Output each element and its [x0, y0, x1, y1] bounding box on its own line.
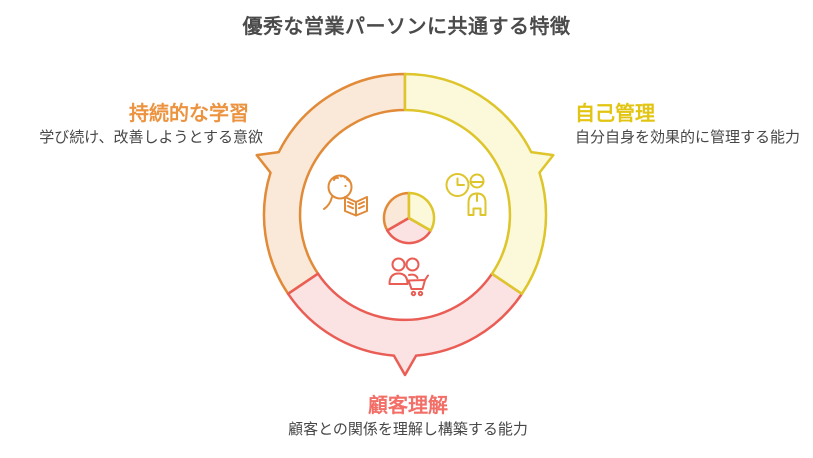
callout-self-management-description: 自分自身を効果的に管理する能力 [575, 129, 801, 146]
callout-customer-title: 顧客理解 [367, 395, 448, 417]
page-title: 優秀な営業パーソンに共通する特徴 [242, 16, 571, 38]
reading-book-icon [323, 174, 368, 217]
callout-learning-title: 持続的な学習 [129, 103, 249, 125]
ring-chart [255, 72, 555, 377]
callout-learning: 持続的な学習 学び続け、改善しようとする意欲 [39, 102, 263, 147]
callout-customer-description: 顧客との関係を理解し構築する能力 [288, 421, 528, 438]
callout-self-management: 自己管理 自分自身を効果的に管理する能力 [575, 102, 800, 147]
center-pie-chart [382, 191, 436, 245]
callout-learning-description: 学び続け、改善しようとする意欲 [39, 129, 263, 146]
callout-customer: 顧客理解 顧客との関係を理解し構築する能力 [288, 394, 528, 439]
people-cart-icon [388, 257, 429, 297]
clock-person-icon [445, 173, 487, 216]
callout-self-management-title: 自己管理 [575, 103, 655, 125]
